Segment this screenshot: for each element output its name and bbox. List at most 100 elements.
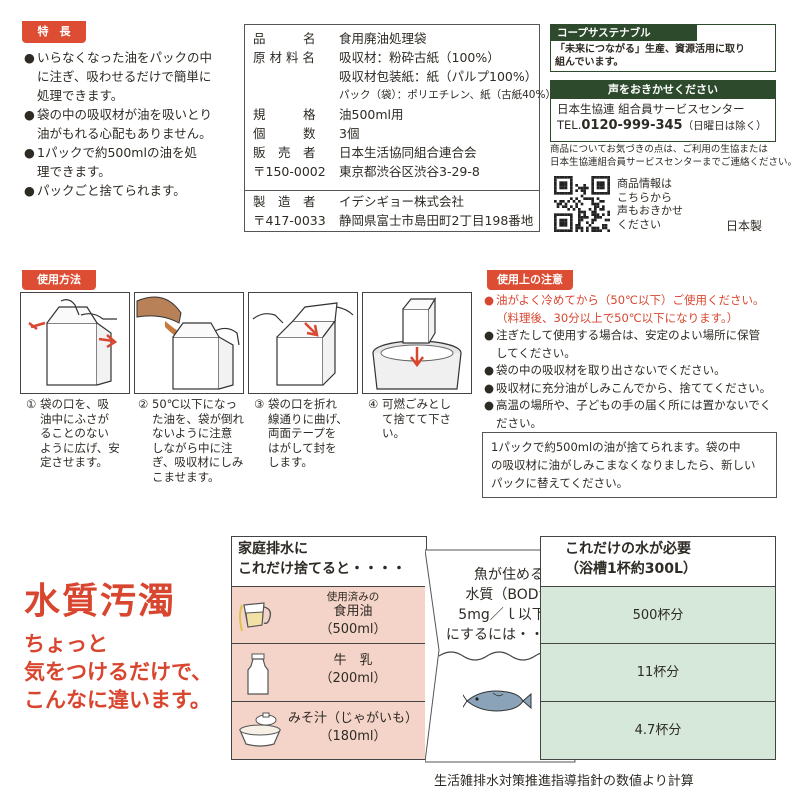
product-row: 販 売 者日本生活協同組合連合会 [253, 143, 477, 162]
step-number: ④ [368, 397, 379, 411]
left-row-amount: （200ml） [319, 671, 387, 686]
feature-line: 1パックで約500mlの油を処 [37, 145, 197, 160]
milk-bottle-icon [238, 652, 282, 696]
product-value: 油500ml用 [339, 107, 404, 122]
step-line: 可燃ごみとし [382, 397, 451, 411]
feature-line: 油がもれる心配もありません。 [37, 126, 212, 141]
caution-line: 吸収材に充分油がしみこんでから、捨ててください。 [496, 380, 772, 395]
feature-bullet: ● [24, 183, 35, 198]
step-line: 油中にふさが [40, 411, 109, 426]
product-value: 静岡県富士市島田町2丁目198番地 [339, 213, 534, 228]
voice-tel-prefix: TEL. [557, 118, 582, 132]
right-row: 500杯分 [540, 586, 776, 644]
product-value: 日本生活協同組合連合会 [339, 145, 477, 160]
feature-line: 理できます。 [37, 164, 111, 179]
water-footer: 生活雑排水対策推進指導指針の数値より計算 [434, 774, 694, 789]
product-label: 原 材 料 名 [253, 50, 315, 65]
left-header-text: 家庭排水にこれだけ捨てると・・・・ [232, 537, 426, 581]
middle-arrow-panel [425, 549, 576, 763]
right-header-text: これだけの水が必要（浴槽1杯約300L） [541, 537, 775, 581]
step-line: こませます。 [152, 469, 220, 484]
product-value: イデシギョー株式会社 [339, 194, 465, 209]
left-row-text: 牛 乳 （200ml） [284, 648, 422, 688]
feature-text: パックごと捨てられます。 [37, 181, 186, 200]
feature-item: ●いらなくなった油をパックの中に注ぎ、吸わせるだけで簡単に処理できます。 [24, 48, 240, 105]
feature-line: に注ぎ、吸わせるだけで簡単に [37, 69, 212, 84]
features-list: ●いらなくなった油をパックの中に注ぎ、吸わせるだけで簡単に処理できます。●袋の中… [24, 48, 240, 200]
step-line: します。 [268, 455, 313, 469]
feature-text: 1パックで約500mlの油を処理できます。 [37, 143, 197, 181]
step-lines: 袋の口を折れ線通りに曲げ、両面テープをはがして封をします。 [268, 397, 348, 470]
product-row: パック（袋）：ポリエチレン、紙（古紙40%） [253, 86, 556, 105]
feature-text: 袋の中の吸収材が油を吸いとり油がもれる心配もありません。 [37, 105, 212, 143]
caution-line: 高温の場所や、子どもの手の届く所には置かないでく [496, 398, 772, 412]
feature-line: いらなくなった油をパックの中 [37, 50, 213, 65]
voice-note-line: 日本生協連組合員サービスセンターまでご連絡ください。 [550, 156, 791, 168]
caution-bullet: ● [484, 293, 495, 307]
caution-text: 袋の中の吸収材を取り出さないでください。 [496, 362, 726, 380]
voice-box: 声をおきかせください 日本生協連 組合員サービスセンター TEL.0120-99… [550, 80, 776, 142]
left-row-name: みそ汁（じゃがいも） [287, 711, 418, 726]
left-table-rows: 使用済みの食用油（500ml）牛 乳（200ml）みそ汁（じゃがいも）（180m… [231, 586, 427, 760]
step-line: しながら中に注 [152, 440, 233, 455]
caution-bullet: ● [484, 363, 495, 377]
made-in-japan: 日本製 [726, 219, 763, 233]
step-line: はがして封を [268, 440, 337, 455]
usage-badge: 使用方法 [22, 270, 96, 290]
caution-item: ●吸収材に充分油がしみこんでから、捨ててください。 [484, 380, 784, 398]
step-lines: 50℃以下になった油を、袋が倒れないように注意しながら中に注ぎ、吸収材にしみこま… [152, 397, 244, 484]
voice-title: 声をおきかせください [551, 81, 775, 99]
step-3-illustration [248, 292, 358, 394]
caution-box-line: の吸収材に油がしみこまなくなりましたら、新しい [491, 458, 756, 472]
caution-item: ●油がよく冷めてから（50℃以下）ご使用ください。（料理後、30分以上で50℃以… [484, 292, 784, 327]
voice-org: 日本生協連 組合員サービスセンター [557, 102, 745, 116]
step-number: ② [138, 397, 149, 411]
coop-line: 「未来につながる」生産、資源活用に取り [555, 44, 745, 55]
qr-line: ください [617, 217, 661, 231]
water-title: 水質汚濁 [24, 581, 177, 622]
fish-icon [463, 686, 533, 716]
product-info-box [244, 24, 540, 232]
step-line: ぎ、吸収材にしみ [152, 455, 244, 469]
step-2-illustration [134, 292, 244, 394]
left-row-text: みそ汁（じゃがいも） （180ml） [284, 706, 422, 746]
step-number: ① [26, 397, 37, 411]
product-value: パック（袋）：ポリエチレン、紙（古紙40%） [339, 89, 556, 101]
right-row: 11杯分 [540, 644, 776, 702]
caution-box-line: 1パックで約500mlの油が捨てられます。袋の中 [491, 440, 741, 454]
product-value: 吸収材包装紙：紙（パルプ100%） [339, 69, 538, 84]
coop-line: 組んでいます。 [555, 56, 624, 68]
feature-item: ●袋の中の吸収材が油を吸いとり油がもれる心配もありません。 [24, 105, 240, 143]
voice-tel-note: （日曜日は除く） [682, 120, 767, 132]
step-line: 定させます。 [40, 455, 108, 469]
middle-line: 5mg／ｌ以下） [458, 607, 560, 623]
coop-sustainable-title: コープサステナブル [551, 25, 697, 41]
left-row-name: 牛 乳 [333, 653, 373, 668]
caution-line: 油がよく冷めてから（50℃以下）ご使用ください。 [496, 293, 765, 307]
product-row: 製 造 者イデシギョー株式会社 [253, 192, 464, 211]
product-label: 規 格 [253, 107, 316, 122]
step-line: 袋の口を折れ [268, 397, 337, 411]
qr-code [554, 176, 610, 232]
left-row: 牛 乳 （200ml） [231, 644, 427, 702]
caution-bullet: ● [484, 328, 495, 342]
step-line: て捨てて下さ [382, 411, 451, 426]
middle-line: 魚が住める [474, 567, 544, 583]
left-table-header: 家庭排水にこれだけ捨てると・・・・ [231, 536, 427, 586]
right-header-line: （浴槽1杯約300L） [565, 561, 697, 577]
caution-box: 1パックで約500mlの油が捨てられます。袋の中の吸収材に油がしみこまなくなりま… [482, 432, 777, 498]
right-row-result: 4.7杯分 [634, 723, 682, 738]
step-line: ることのない [40, 426, 109, 440]
voice-tel-line: TEL.0120-999-345（日曜日は除く） [551, 117, 775, 134]
caution-bullet: ● [484, 380, 495, 395]
caution-bullet: ● [484, 398, 495, 412]
feature-bullet: ● [24, 145, 35, 160]
left-row-amount: （180ml） [319, 729, 387, 744]
caution-text: 吸収材に充分油がしみこんでから、捨ててください。 [496, 380, 771, 398]
caution-badge: 使用上の注意 [487, 270, 573, 290]
